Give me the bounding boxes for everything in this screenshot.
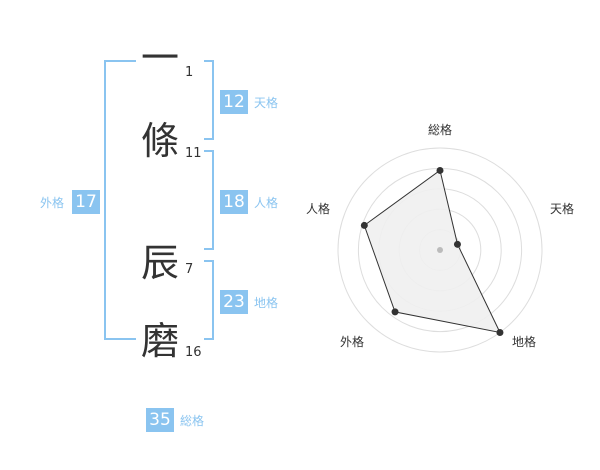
radar-area <box>363 169 501 334</box>
name-char-4: 磨 <box>140 319 179 363</box>
axis-label-tenkaku: 天格 <box>550 201 574 216</box>
soukaku-label: 総格 <box>180 414 205 428</box>
axis-label-jinkaku: 人格 <box>306 201 330 216</box>
gaikaku-bracket <box>104 60 136 340</box>
stroke-count-4: 16 <box>185 345 202 360</box>
radar-center-dot <box>437 247 443 253</box>
axis-label-chikaku: 地格 <box>512 334 536 349</box>
radar-point-5 <box>360 221 368 229</box>
axis-label-gaikaku: 外格 <box>340 334 364 349</box>
tenkaku-bracket <box>204 60 214 140</box>
radar-point-4 <box>391 308 399 316</box>
chikaku-bracket <box>204 260 214 340</box>
chikaku-label: 地格 <box>254 296 279 310</box>
gaikaku-value: 17 <box>72 190 100 214</box>
tenkaku-value: 12 <box>220 90 248 114</box>
radar-point-2 <box>453 240 461 248</box>
radar-ring <box>337 147 543 353</box>
radar-point-3 <box>496 329 504 337</box>
jinkaku-label: 人格 <box>254 196 279 210</box>
jinkaku-bracket <box>204 150 214 250</box>
name-char-1: 一 <box>140 36 179 80</box>
chikaku-value: 23 <box>220 290 248 314</box>
soukaku-value: 35 <box>146 408 174 432</box>
name-char-3: 辰 <box>140 241 179 285</box>
stroke-count-2: 11 <box>185 146 202 161</box>
name-char-2: 條 <box>140 119 179 163</box>
jinkaku-value: 18 <box>220 190 248 214</box>
tenkaku-label: 天格 <box>254 96 279 110</box>
axis-label-soukaku: 総格 <box>428 122 452 137</box>
stroke-count-3: 7 <box>185 262 194 277</box>
gaikaku-label: 外格 <box>40 196 65 210</box>
radar-point-1 <box>436 166 444 174</box>
stroke-count-1: 1 <box>185 65 194 80</box>
radar-points <box>360 166 504 337</box>
